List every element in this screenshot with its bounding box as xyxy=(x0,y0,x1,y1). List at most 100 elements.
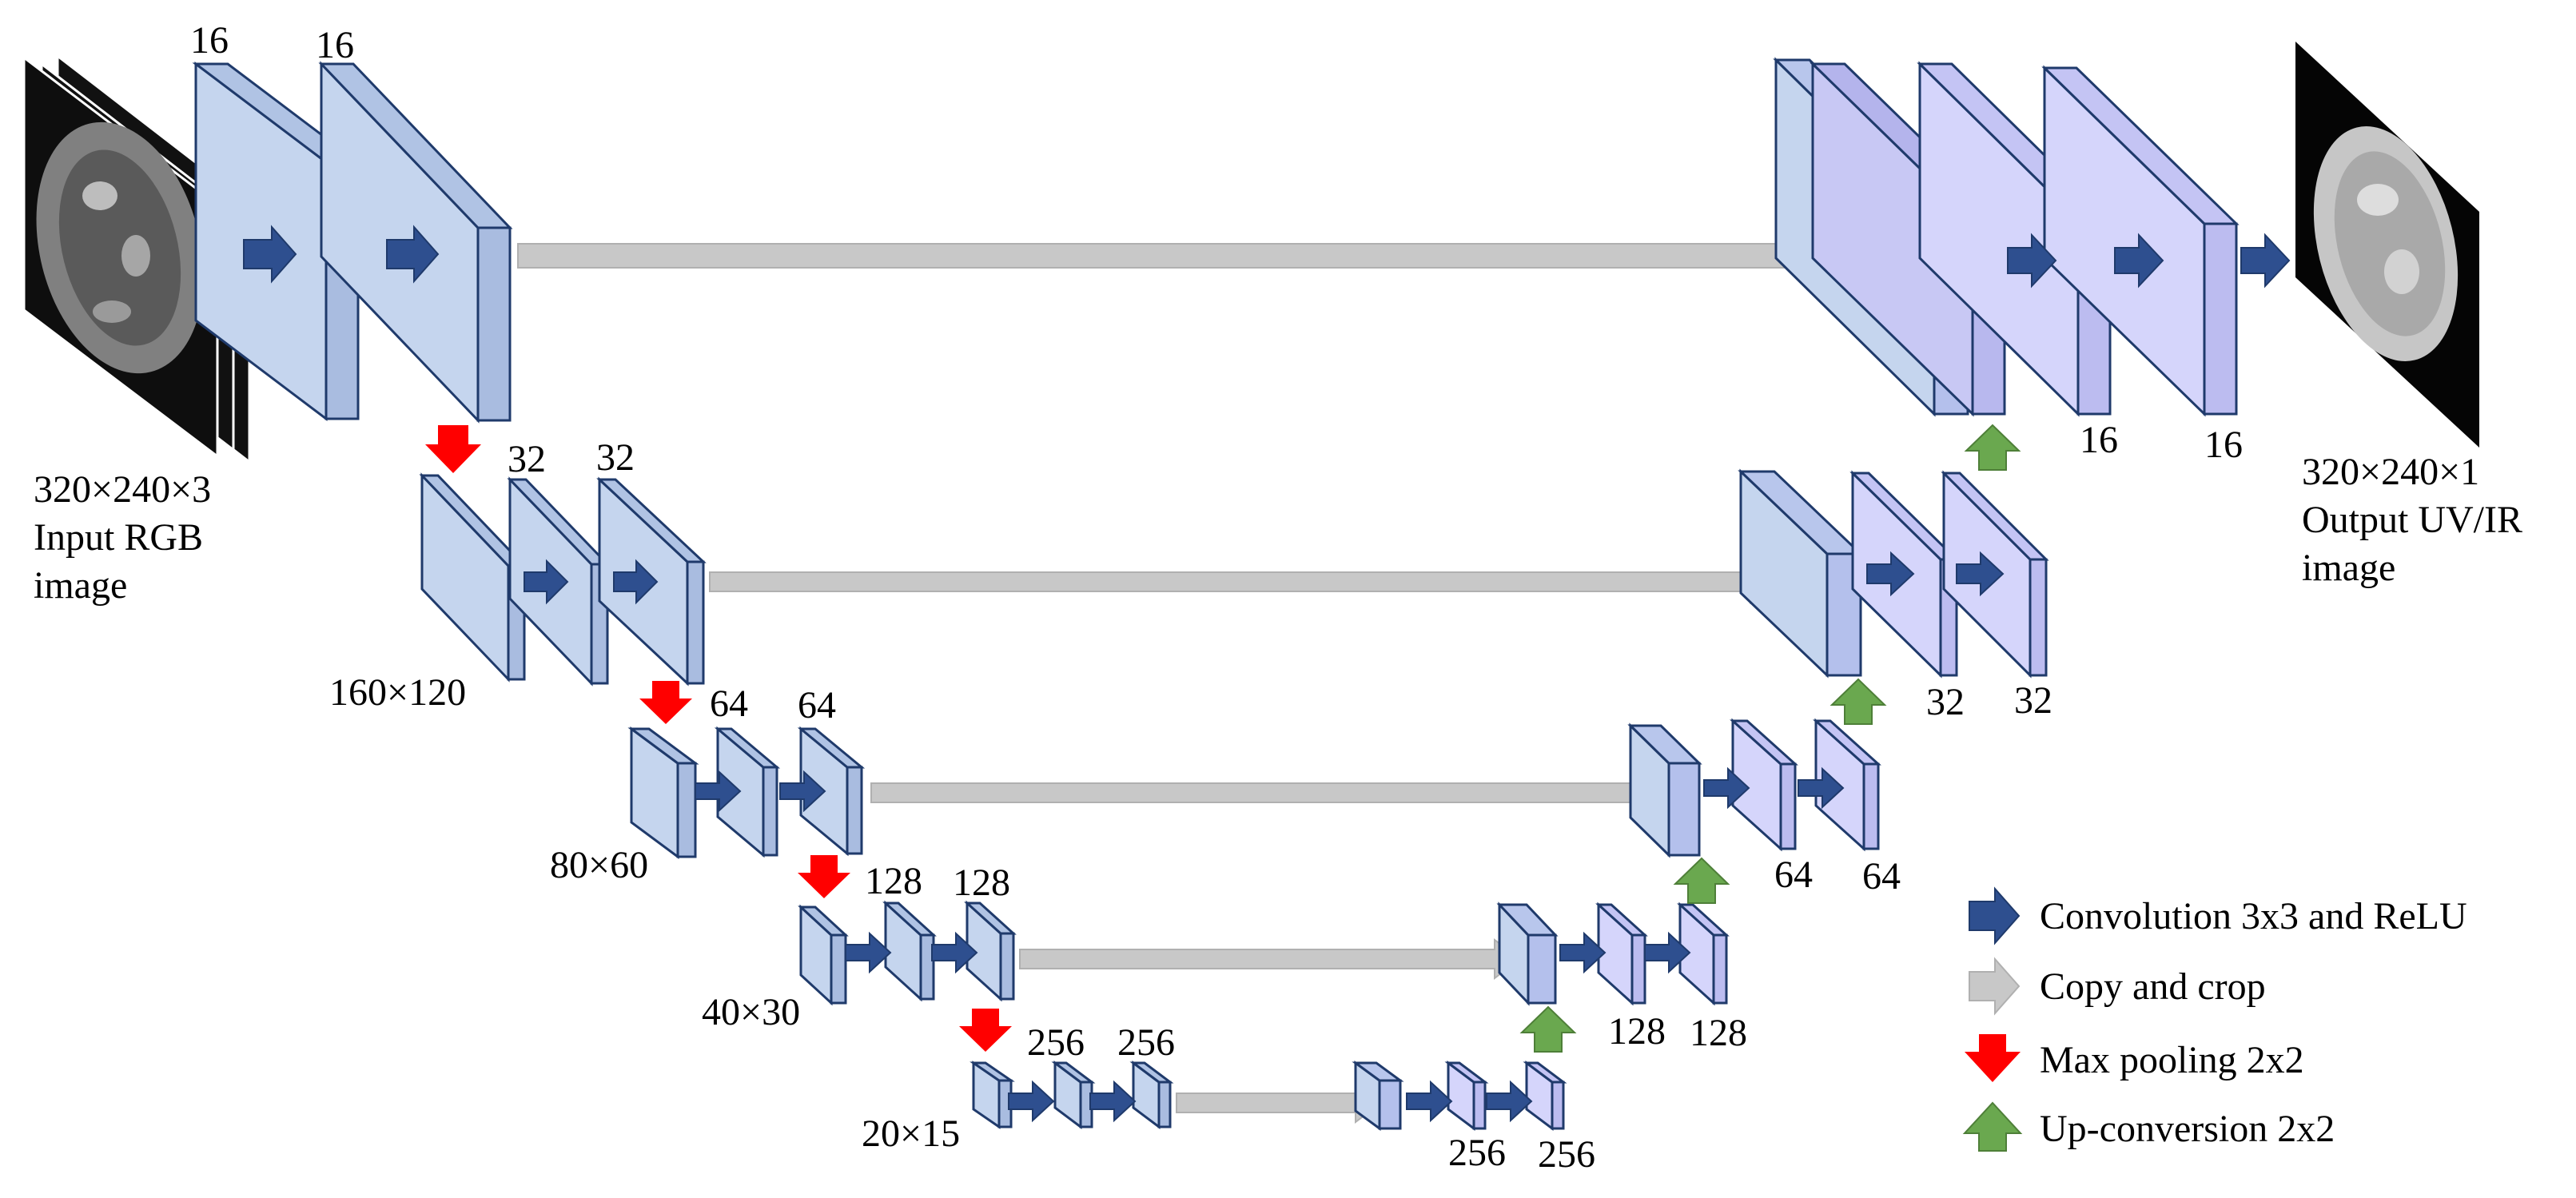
output-caption-line2: image xyxy=(2302,547,2395,589)
block-side xyxy=(1079,1081,1093,1128)
output-food-highlight-1 xyxy=(2357,184,2399,216)
conv-arrow-dec-l4-a xyxy=(1559,931,1607,974)
decoder-l2-ch2-label: 32 xyxy=(2014,679,2052,722)
conv-arrow-dec-l1-b xyxy=(2114,233,2164,289)
input-food-highlight-2 xyxy=(121,235,150,277)
decoder-l3-ch1-label: 64 xyxy=(1774,854,1813,896)
decoder-l4-block-1 xyxy=(1595,901,1648,1006)
block-side xyxy=(1862,762,1880,850)
block-side xyxy=(762,766,778,857)
output-caption-line1: Output UV/IR xyxy=(2302,499,2522,541)
legend-up-icon xyxy=(1962,1101,2023,1152)
conv-arrow-enc-l3-a xyxy=(695,770,742,813)
input-caption-line1: Input RGB xyxy=(34,516,203,559)
block-side xyxy=(1157,1081,1172,1128)
encoder-l3-size-label: 80×60 xyxy=(550,844,648,886)
legend-conv-label: Convolution 3x3 and ReLU xyxy=(2040,895,2467,937)
block-side xyxy=(1712,933,1728,1005)
decoder-l4-concat xyxy=(1496,901,1559,1006)
encoder-l4-ch2-label: 128 xyxy=(953,862,1010,904)
legend-pool-icon xyxy=(1965,1034,2021,1082)
encoder-l2-size-label: 160×120 xyxy=(329,671,466,714)
conv-arrow-enc-l5-b xyxy=(1089,1080,1137,1123)
decoder-l3-ch2-label: 64 xyxy=(1862,855,1901,898)
output-size-label: 320×240×1 xyxy=(2302,451,2479,493)
encoder-l4-block-3 xyxy=(964,900,1017,1002)
block-side xyxy=(2029,558,2048,677)
decoder-l4-ch2-label: 128 xyxy=(1690,1012,1747,1054)
encoder-l3-ch2-label: 64 xyxy=(798,684,836,726)
block-side xyxy=(1472,1081,1487,1130)
decoder-l5-concat xyxy=(1352,1061,1404,1131)
conv-arrow-dec-l2-b xyxy=(1956,551,2005,597)
pool-arrow-l3 xyxy=(798,855,850,898)
copy-arrow-level2 xyxy=(709,559,1778,605)
conv-arrow-enc-l4-a xyxy=(845,931,892,974)
conv-arrow-dec-l1-out xyxy=(2240,233,2291,289)
up-arrow-l3-to-l2 xyxy=(1829,678,1887,725)
encoder-l5-block-1 xyxy=(969,1061,1015,1129)
conv-arrow-dec-l3-b xyxy=(1798,766,1845,810)
block-side xyxy=(1630,933,1646,1005)
decoder-l3-concat xyxy=(1627,722,1702,858)
decoder-l1-ch2-label: 16 xyxy=(2204,424,2243,466)
block-side xyxy=(476,226,512,422)
legend-up-label: Up-conversion 2x2 xyxy=(2040,1108,2335,1150)
pool-arrow-l4 xyxy=(959,1009,1012,1052)
encoder-l4-block-1 xyxy=(798,904,849,1006)
encoder-l4-block-2 xyxy=(882,900,937,1002)
legend-copy-icon xyxy=(1969,957,2021,1016)
conv-arrow-dec-l2-a xyxy=(1866,551,1915,597)
block-side xyxy=(2203,222,2238,416)
encoder-l3-block-2 xyxy=(714,726,781,858)
encoder-l1-ch1-label: 16 xyxy=(190,19,229,62)
output-food-highlight-2 xyxy=(2384,249,2419,294)
encoder-l5-block-3 xyxy=(1129,1061,1174,1129)
block-side xyxy=(1779,762,1797,850)
up-arrow-l4-to-l3 xyxy=(1673,857,1730,904)
decoder-l5-block-2 xyxy=(1523,1061,1567,1131)
encoder-l2-block-1 xyxy=(419,472,528,683)
up-arrow-l5-to-l4 xyxy=(1519,1005,1577,1053)
block-side xyxy=(999,932,1015,1001)
legend-copy-label: Copy and crop xyxy=(2040,965,2266,1008)
decoder-l5-ch1-label: 256 xyxy=(1448,1132,1506,1174)
conv-arrow-dec-l1-a xyxy=(2007,233,2057,289)
decoder-l3-block-1 xyxy=(1730,718,1798,852)
encoder-l1-ch2-label: 16 xyxy=(316,24,354,66)
decoder-l2-ch1-label: 32 xyxy=(1926,681,1965,723)
encoder-l5-ch1-label: 256 xyxy=(1027,1021,1085,1064)
encoder-l5-block-2 xyxy=(1051,1061,1096,1129)
block-side xyxy=(686,560,705,685)
encoder-l5-size-label: 20×15 xyxy=(862,1112,960,1155)
conv-arrow-dec-l5-a xyxy=(1406,1080,1453,1123)
input-food-highlight-1 xyxy=(82,181,117,210)
copy-arrow-level4 xyxy=(1019,938,1522,980)
pool-arrow-l2 xyxy=(639,681,692,724)
output-image xyxy=(2295,42,2479,448)
decoder-l2-concat xyxy=(1738,468,1864,679)
encoder-l4-ch1-label: 128 xyxy=(865,860,922,902)
block-side xyxy=(1378,1079,1402,1130)
decoder-l5-ch2-label: 256 xyxy=(1538,1133,1595,1176)
legend-conv-icon xyxy=(1969,886,2021,945)
block-side xyxy=(1527,933,1557,1005)
encoder-l3-ch1-label: 64 xyxy=(710,683,748,725)
encoder-l4-size-label: 40×30 xyxy=(702,991,800,1033)
input-caption-line2: image xyxy=(34,564,127,607)
legend: Convolution 3x3 and ReLU Copy and crop M… xyxy=(1962,886,2467,1152)
legend-pool-label: Max pooling 2x2 xyxy=(2040,1039,2304,1081)
conv-arrow-enc-l2-b xyxy=(613,559,659,605)
decoder-l1-block-2 xyxy=(2041,65,2240,417)
conv-arrow-enc-l3-b xyxy=(779,770,826,813)
conv-arrow-enc-l1-a xyxy=(243,225,297,284)
input-food-highlight-3 xyxy=(93,300,131,323)
copy-arrow-level3 xyxy=(870,772,1658,814)
block-side xyxy=(846,766,863,855)
block-side xyxy=(919,933,935,1001)
copy-arrow-level1 xyxy=(517,229,1860,282)
conv-arrow-dec-l3-a xyxy=(1703,766,1750,810)
decoder-l5-block-1 xyxy=(1444,1061,1489,1131)
pool-arrow-l1 xyxy=(425,425,481,473)
